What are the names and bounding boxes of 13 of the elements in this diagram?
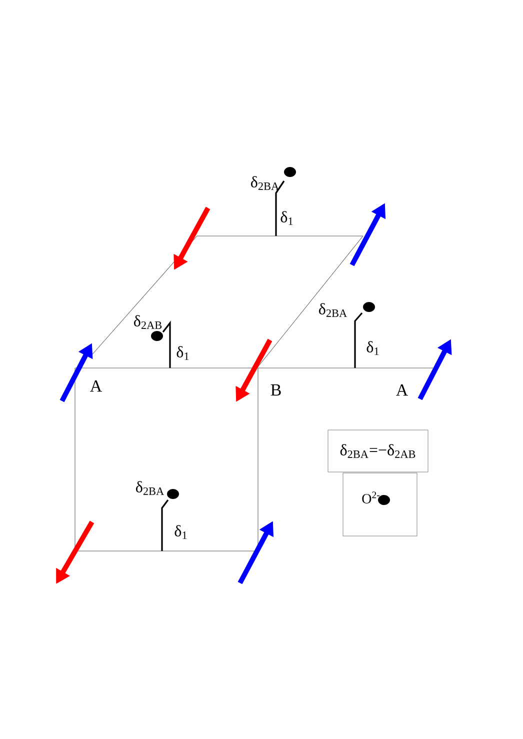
symbol-label: δ$_{1}$ — [366, 341, 379, 355]
symbol-label: δ$_{2BA}$ — [251, 176, 279, 190]
site-label: B — [270, 384, 281, 396]
site-label: A — [90, 380, 102, 392]
symbol-label: δ$_{2BA}$ — [136, 481, 164, 495]
symbol-label: δ$_{1}$ — [174, 525, 187, 539]
symbol-label: δ$_{1}$ — [280, 211, 293, 225]
symbol-label: δ$_{1}$ — [176, 346, 189, 360]
legend-box: O$^{2-}$ — [342, 472, 418, 536]
symbol-label: δ$_{2AB}$ — [134, 315, 162, 329]
formula-box: δ$_{2BA}$=−δ$_{2AB}$ — [328, 430, 428, 472]
site-label: A — [396, 384, 408, 396]
symbol-label: δ$_{2BA}$ — [319, 303, 347, 317]
